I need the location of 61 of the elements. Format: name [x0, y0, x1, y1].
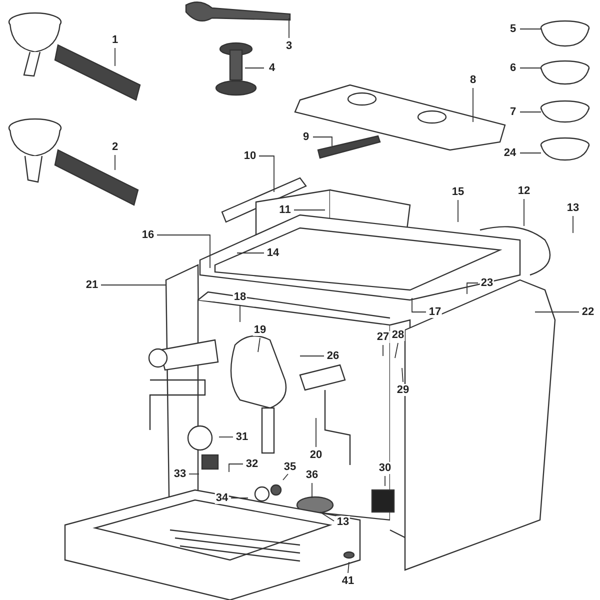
- leader-line: [412, 298, 426, 312]
- callout-number: 12: [516, 185, 532, 197]
- callout-number: 6: [508, 62, 518, 74]
- leader-line: [156, 234, 210, 268]
- leader-line: [384, 476, 386, 486]
- callout-number: 15: [450, 186, 466, 198]
- callout-number: 19: [252, 324, 268, 336]
- leader-line: [228, 464, 244, 472]
- callout-number: 13: [566, 202, 580, 214]
- callout-number: 3: [284, 40, 294, 52]
- callout-number: 41: [340, 575, 356, 587]
- callout-number: 27: [376, 331, 390, 343]
- callout-number: 34: [214, 492, 230, 504]
- leader-line: [572, 216, 574, 234]
- leader-line: [382, 344, 384, 356]
- leader-line: [312, 136, 332, 146]
- callout-number: 14: [266, 247, 280, 259]
- callout-number: 5: [508, 23, 518, 35]
- callout-number: 36: [304, 469, 320, 481]
- callout-number: 9: [302, 131, 310, 143]
- callout-number: 35: [282, 461, 298, 473]
- leader-line: [114, 48, 116, 66]
- leader-line: [348, 562, 350, 574]
- leader-line: [218, 436, 234, 438]
- callout-number: 4: [268, 62, 276, 74]
- callout-number: 29: [396, 384, 410, 396]
- callout-number: 7: [508, 106, 518, 118]
- leader-line: [288, 18, 290, 38]
- callout-number: 17: [428, 306, 442, 318]
- callout-number: 31: [234, 431, 250, 443]
- callout-number: 20: [308, 449, 324, 461]
- callout-number: 1: [110, 34, 120, 46]
- callout-number: 23: [480, 277, 494, 289]
- leader-line: [520, 28, 542, 30]
- callout-number: 28: [390, 329, 406, 341]
- callout-number: 13: [336, 516, 350, 528]
- leader-line: [236, 252, 264, 254]
- callout-number: 18: [232, 291, 248, 303]
- callout-number: 32: [244, 458, 260, 470]
- callout-number: 26: [326, 350, 340, 362]
- callout-number: 22: [580, 306, 596, 318]
- leader-line: [258, 338, 260, 352]
- leader-line: [402, 368, 404, 382]
- leader-line: [282, 474, 288, 480]
- leader-line: [114, 154, 116, 170]
- leader-line: [520, 152, 542, 154]
- callout-number: 30: [378, 462, 392, 474]
- leader-line: [100, 284, 166, 286]
- callout-number: 24: [502, 147, 518, 159]
- leader-line: [258, 156, 274, 192]
- leader-line: [466, 282, 478, 294]
- leader-line: [320, 512, 334, 522]
- callout-number: 11: [278, 204, 292, 216]
- callout-number: 8: [468, 74, 478, 86]
- leader-line: [394, 342, 398, 358]
- callout-number: 21: [84, 279, 100, 291]
- callout-number: 2: [110, 141, 120, 153]
- callout-number: 10: [242, 150, 258, 162]
- callout-number: 16: [140, 229, 156, 241]
- leader-line: [472, 88, 474, 122]
- callout-number: 33: [172, 468, 188, 480]
